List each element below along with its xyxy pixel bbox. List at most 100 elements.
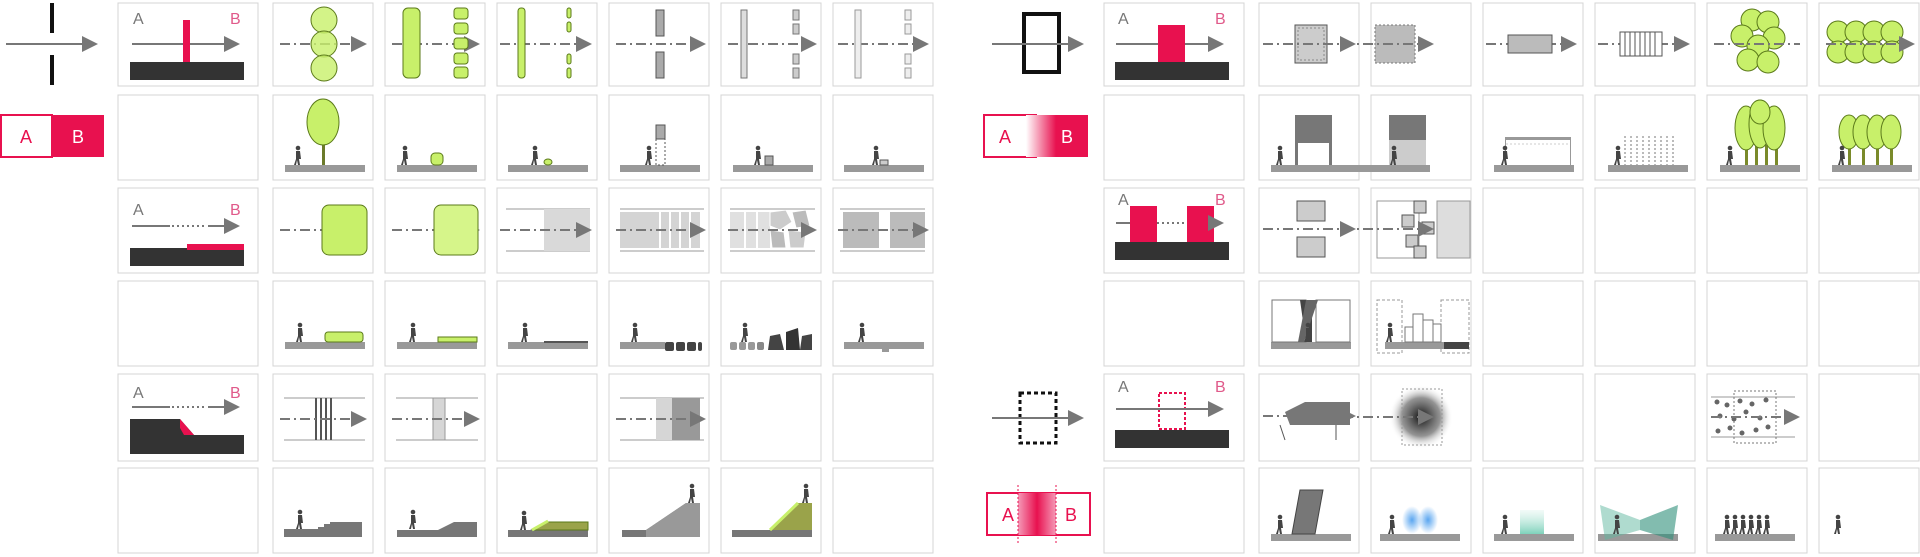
rubble-section: [730, 328, 812, 350]
grid-cell: [1818, 373, 1920, 462]
grid-cell: [608, 373, 710, 462]
svg-text:A: A: [1118, 192, 1129, 209]
pedestrian-icon: [1763, 514, 1770, 534]
pedestrian-icon: [1726, 145, 1733, 165]
gradient-legend: A B: [983, 114, 1088, 158]
tree-canopy-plan: [280, 6, 367, 82]
leaning-panel-section: [1271, 489, 1351, 541]
pedestrian-icon: [1614, 145, 1621, 165]
grey-band-crossing-plan: [392, 397, 480, 441]
flush-paving-section: [508, 341, 588, 349]
stair-section: [284, 522, 362, 537]
grid-cell: [720, 187, 822, 274]
grey-paving-plan: [500, 208, 592, 252]
grid-cell: [1818, 467, 1920, 554]
grid-cell: [1482, 373, 1584, 462]
grid-cell: [1594, 467, 1696, 554]
skyline-section: [1376, 299, 1470, 354]
grid-cell: [1370, 187, 1472, 274]
grey-wall-section: [620, 124, 700, 172]
pedestrian-icon: [1755, 514, 1762, 534]
grid-cell: [1482, 2, 1584, 87]
pedestrian-icon: [1388, 514, 1395, 534]
crowd-section: [1715, 534, 1795, 541]
teal-butterfly-section: [1598, 505, 1678, 541]
grid-cell: [496, 94, 598, 181]
grid-cell: [832, 2, 934, 87]
legend-label-b: B: [1061, 127, 1073, 147]
grid-cell: [720, 467, 822, 554]
grid-cell: [1818, 280, 1920, 367]
wall-section-diagram: A B: [130, 11, 244, 80]
picket-fence-section: [1608, 136, 1688, 172]
grid-cell: [832, 94, 934, 181]
svg-text:A: A: [1118, 379, 1129, 396]
grid-cell: [117, 373, 259, 462]
light-green-block-plan: [392, 204, 480, 256]
pedestrian-icon: [1834, 514, 1841, 534]
grid-cell: [1482, 187, 1584, 274]
steep-ramp-section: [622, 503, 700, 537]
pedestrian-icon: [754, 145, 761, 165]
svg-text:B: B: [230, 202, 241, 219]
portal-section: [1271, 115, 1351, 172]
label-b: B: [230, 11, 241, 28]
grid-cell: [1706, 2, 1808, 87]
svg-text:A: A: [133, 385, 144, 402]
grid-cell: [117, 94, 259, 181]
grid-cell: [608, 187, 710, 274]
boundary-legend: A B: [0, 114, 104, 158]
dotted-box-plan: [1343, 24, 1434, 64]
svg-text:A: A: [133, 202, 144, 219]
grid-cell: [496, 280, 598, 367]
grid-cell: [384, 280, 486, 367]
gap-paving-plan: [838, 208, 929, 252]
tiny-shrub-section: [508, 158, 588, 172]
pedestrian-icon: [1723, 514, 1730, 534]
pedestrian-icon: [409, 509, 416, 529]
green-block-plan: [280, 204, 368, 256]
pedestrian-icon: [1386, 322, 1393, 342]
legend-label-b: B: [1065, 505, 1077, 525]
grid-cell: [832, 373, 934, 462]
pedestrian-icon: [409, 322, 416, 342]
split-block-plan: [1263, 200, 1356, 258]
grid-cell: [1706, 467, 1808, 554]
striped-crossing-plan: [280, 397, 367, 441]
grid-cell: [117, 187, 259, 274]
grid-cell: [1258, 280, 1360, 367]
solid-frame-symbol-icon: [992, 12, 1084, 74]
dot-scatter-plan: [1711, 390, 1800, 444]
shrub-section: [397, 152, 477, 172]
grid-cell: [1482, 467, 1584, 554]
svg-text:B: B: [1215, 379, 1226, 396]
grid-cell: [720, 94, 822, 181]
label-a: A: [133, 11, 144, 28]
legend-label-b: B: [72, 127, 84, 147]
two-tone-band-plan: [616, 397, 706, 441]
grid-cell: [832, 467, 934, 554]
grid-cell: [384, 2, 486, 87]
grid-cell: [608, 2, 710, 87]
twin-building-diagram: A B: [1115, 192, 1229, 260]
grid-cell: [1103, 187, 1245, 274]
legend-label-a: A: [999, 127, 1011, 147]
grid-cell: [1103, 94, 1245, 181]
building-section-diagram: A B: [1115, 11, 1229, 80]
low-planter-section: [397, 336, 478, 349]
grid-cell: [1706, 280, 1808, 367]
grid-cell: [1706, 94, 1808, 181]
grid-cell: [496, 373, 598, 462]
grid-cell: [1258, 94, 1360, 181]
pedestrian-icon: [858, 322, 865, 342]
faint-wall-plan: [838, 9, 929, 79]
striped-paving-plan: [616, 208, 706, 252]
canopy-plan: [1263, 402, 1356, 441]
slim-box-plan: [1486, 34, 1577, 54]
pedestrian-icon: [1739, 514, 1746, 534]
grid-cell: [1818, 187, 1920, 274]
grid-cell: [720, 373, 822, 462]
pedestrian-icon: [531, 145, 538, 165]
slope-diagram: A B: [130, 385, 244, 454]
dashed-frame-symbol-icon: [992, 391, 1084, 445]
